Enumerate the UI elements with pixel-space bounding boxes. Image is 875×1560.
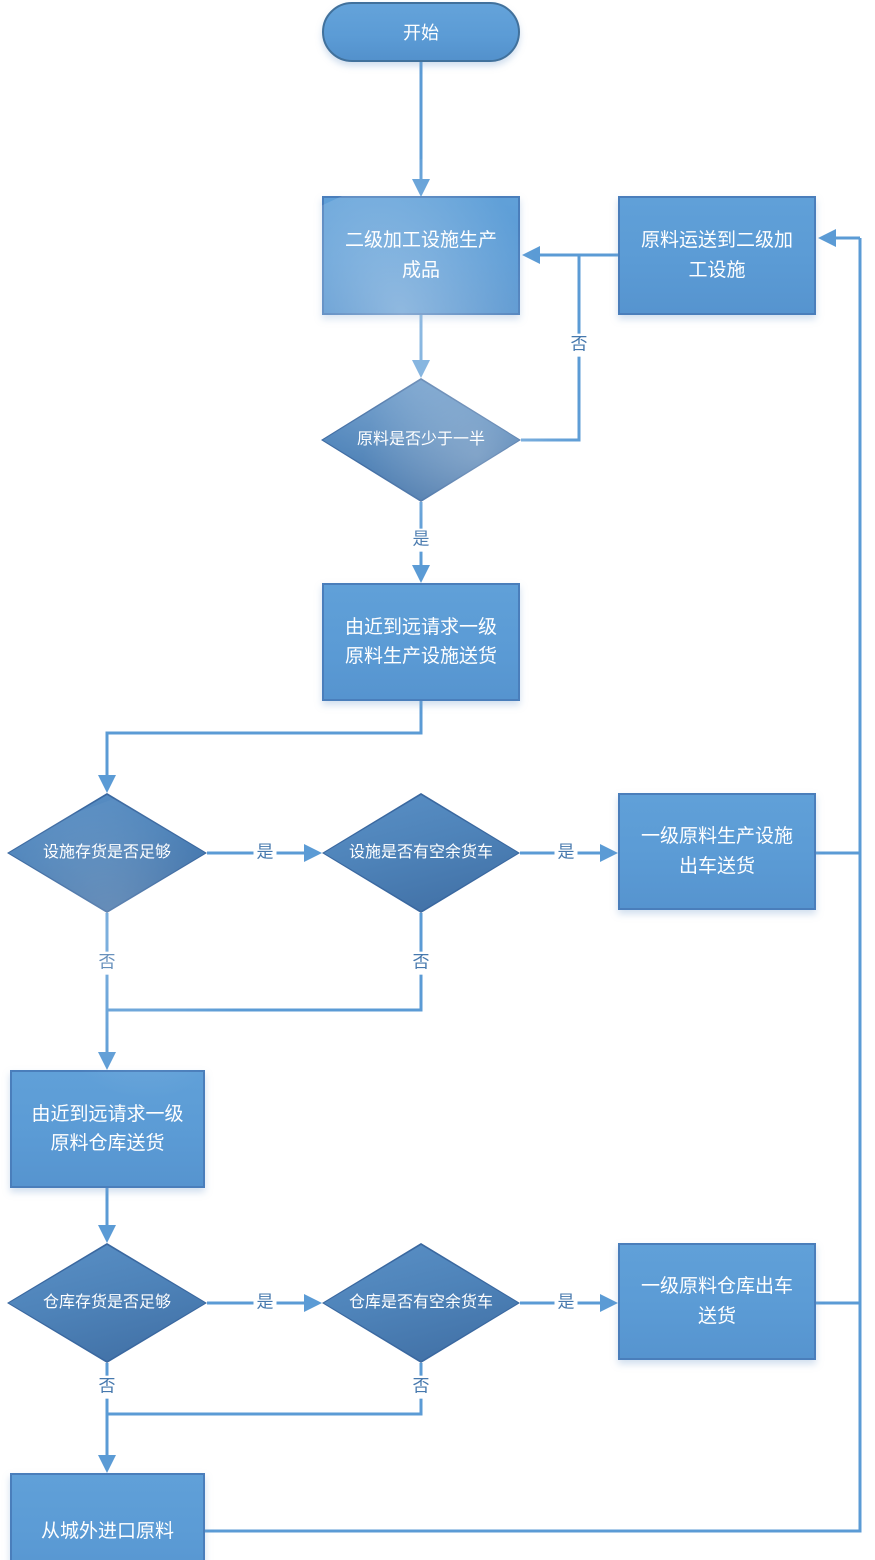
- edge-facility-stock-no: [98, 913, 116, 1070]
- edge-request-facility-to-facility-stock: [98, 701, 423, 793]
- edge-label-yes-warehouse-truck: 是: [554, 1291, 578, 1315]
- edge-import-to-trunk: [205, 238, 862, 1533]
- node-start: 开始: [322, 2, 520, 62]
- edge-label-yes-warehouse-stock: 是: [253, 1291, 277, 1315]
- edge-warehouse-truck-no: [107, 1363, 423, 1416]
- node-request-facility-label: 由近到远请求一级原料生产设施送货: [344, 616, 497, 667]
- node-warehouse-dispatch-label: 一级原料仓库出车送货: [640, 1276, 793, 1327]
- node-transport-label: 原料运送到二级加工设施: [640, 230, 793, 281]
- edge-facility-truck-no: [107, 913, 423, 1012]
- node-request-warehouse-label: 由近到远请求一级原料仓库送货: [31, 1103, 184, 1154]
- node-produce-label: 二级加工设施生产成品: [344, 230, 497, 281]
- node-request-warehouse: 由近到远请求一级原料仓库送货: [10, 1070, 205, 1188]
- edge-transport-to-produce: [522, 246, 618, 264]
- edge-check-material-no: [521, 256, 581, 442]
- edge-label-no-facility-truck: 否: [409, 951, 433, 975]
- edge-start-to-produce: [412, 62, 430, 197]
- edge-produce-to-check-material: [412, 315, 430, 378]
- edge-label-yes-check-material: 是: [409, 528, 433, 552]
- node-warehouse-dispatch: 一级原料仓库出车送货: [618, 1243, 816, 1360]
- node-request-facility: 由近到远请求一级原料生产设施送货: [322, 583, 520, 701]
- edge-label-no-facility-stock: 否: [95, 951, 119, 975]
- edge-label-no-check-material: 否: [567, 333, 591, 357]
- edge-request-warehouse-to-warehouse-stock: [98, 1188, 116, 1243]
- node-produce: 二级加工设施生产成品: [322, 196, 520, 315]
- edge-trunk-to-transport: [818, 229, 860, 247]
- edge-label-no-warehouse-truck: 否: [409, 1375, 433, 1399]
- node-facility-dispatch: 一级原料生产设施出车送货: [618, 793, 816, 910]
- node-transport: 原料运送到二级加工设施: [618, 196, 816, 315]
- node-import-outside: 从城外进口原料: [10, 1473, 205, 1560]
- node-facility-dispatch-label: 一级原料生产设施出车送货: [640, 826, 793, 877]
- node-start-label: 开始: [403, 23, 439, 43]
- edge-label-yes-facility-stock: 是: [253, 841, 277, 865]
- edge-label-yes-facility-truck: 是: [554, 841, 578, 865]
- node-import-outside-label: 从城外进口原料: [40, 1520, 174, 1542]
- edge-label-no-warehouse-stock: 否: [95, 1375, 119, 1399]
